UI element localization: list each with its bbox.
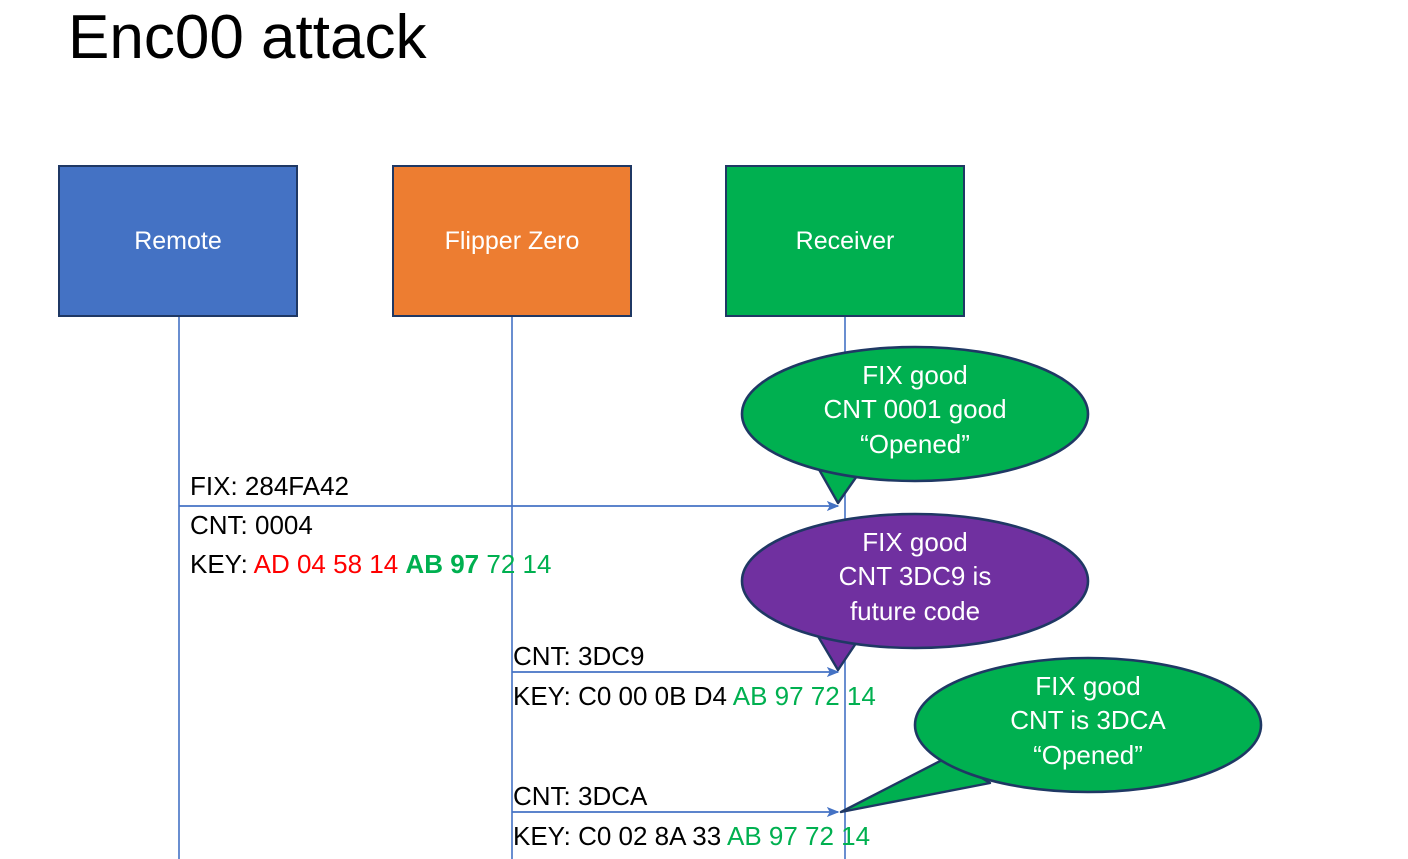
message-2-key-prefix: KEY:: [513, 681, 571, 711]
message-3-key-prefix: KEY:: [513, 821, 571, 851]
speech-bubble-1-body: [740, 345, 1090, 483]
actor-box-flipper-zero[interactable]: Flipper Zero: [392, 165, 632, 317]
actor-box-receiver[interactable]: Receiver: [725, 165, 965, 317]
message-2-key-black: C0 00 0B D4: [578, 681, 727, 711]
speech-bubble-3-body: [913, 656, 1263, 794]
message-1-key-old: AD 04 58 14: [253, 549, 399, 579]
message-1-key-label: KEY: AD 04 58 14 AB 97 72 14: [190, 549, 551, 580]
actor-label-flipper-zero: Flipper Zero: [444, 226, 580, 255]
message-3-key-new: AB 97 72 14: [726, 821, 871, 851]
message-1-key-new-bold: AB 97: [405, 549, 480, 579]
message-1-key-prefix: KEY:: [190, 549, 248, 579]
message-1-cnt-label: CNT: 0004: [190, 510, 313, 540]
message-2-key-new: AB 97 72 14: [732, 681, 876, 711]
actor-label-remote: Remote: [134, 226, 222, 255]
page-title: Enc00 attack: [68, 3, 427, 72]
message-2-cnt-label: CNT: 3DC9: [513, 641, 645, 671]
message-1-fix-label: FIX: 284FA42: [190, 471, 349, 501]
actor-box-remote[interactable]: Remote: [58, 165, 298, 317]
message-3-key-black: C0 02 8A 33: [578, 821, 722, 851]
message-1-key-new: 72 14: [486, 549, 552, 579]
actor-label-receiver: Receiver: [795, 226, 895, 255]
speech-bubble-2[interactable]: [740, 512, 1090, 672]
message-2-key-label: KEY: C0 00 0B D4 AB 97 72 14: [513, 681, 876, 712]
speech-bubble-1[interactable]: [740, 345, 1090, 505]
message-3-cnt-label: CNT: 3DCA: [513, 781, 648, 811]
message-3-key-label: KEY: C0 02 8A 33 AB 97 72 14: [513, 821, 870, 852]
speech-bubble-3[interactable]: [839, 656, 1263, 814]
speech-bubble-2-body: [740, 512, 1090, 650]
